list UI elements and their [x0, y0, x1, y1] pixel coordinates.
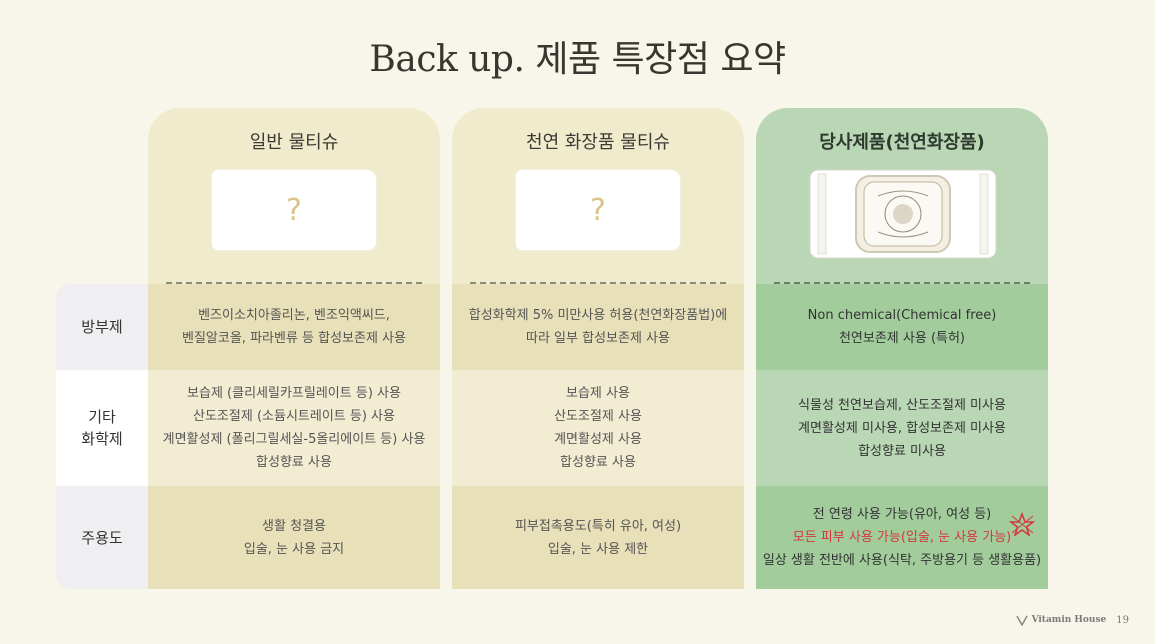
row-label-preservative: 방부제	[56, 284, 148, 370]
column-natural-cosmetic-wipes: 천연 화장품 물티슈 ? 합성화학제 5% 미만사용 허용(천연화장품법)에 따…	[452, 108, 744, 589]
cell-preservative: 벤즈이소치아졸리논, 벤조익액씨드, 벤질알코올, 파라벤류 등 합성보존제 사…	[148, 284, 440, 370]
footer: Vitamin House 19	[1015, 614, 1129, 626]
cell-usage: 전 연령 사용 가능(유아, 여성 등) 모든 피부 사용 가능(입술, 눈 사…	[756, 486, 1048, 589]
cell-usage: 피부접촉용도(특히 유아, 여성) 입술, 눈 사용 제한	[452, 486, 744, 589]
product-package-image	[809, 169, 997, 259]
cell-preservative: 합성화학제 5% 미만사용 허용(천연화장품법)에 따라 일부 합성보존제 사용	[452, 284, 744, 370]
cell-usage: 생활 청결용 입술, 눈 사용 금지	[148, 486, 440, 589]
vitamin-house-logo-icon	[1015, 615, 1028, 626]
dashed-divider	[166, 282, 422, 284]
red-star-icon	[1009, 512, 1035, 536]
column-heading: 당사제품(천연화장품)	[819, 132, 985, 153]
dashed-divider	[470, 282, 726, 284]
column-heading: 천연 화장품 물티슈	[526, 132, 670, 153]
cell-preservative: Non chemical(Chemical free) 천연보존제 사용 (특허…	[756, 284, 1048, 370]
row-label-usage: 주용도	[56, 486, 148, 589]
cell-other-chemicals: 보습제 (클리세릴카프릴레이트 등) 사용 산도조절제 (소듐시트레이트 등) …	[148, 370, 440, 486]
dashed-divider	[774, 282, 1030, 284]
column-regular-wipes: 일반 물티슈 ? 벤즈이소치아졸리논, 벤조익액씨드, 벤질알코올, 파라벤류 …	[148, 108, 440, 589]
column-our-product: 당사제품(천연화장품) Non chemical(Chemical free) …	[756, 108, 1048, 589]
footer-brand: Vitamin House	[1031, 615, 1107, 625]
cell-other-chemicals: 보습제 사용 산도조절제 사용 계면활성제 사용 합성향료 사용	[452, 370, 744, 486]
cell-other-chemicals: 식물성 천연보습제, 산도조절제 미사용 계면활성제 미사용, 합성보존제 미사…	[756, 370, 1048, 486]
wipe-placeholder-image: ?	[516, 170, 680, 250]
highlighted-usage-line: 모든 피부 사용 가능(입술, 눈 사용 가능)	[792, 530, 1012, 545]
page-title: Back up. 제품 특장점 요약	[369, 39, 786, 80]
wipe-placeholder-image: ?	[212, 170, 376, 250]
page-number: 19	[1116, 614, 1129, 626]
column-heading: 일반 물티슈	[249, 132, 339, 153]
question-mark-icon: ?	[286, 192, 302, 228]
question-mark-icon: ?	[590, 192, 606, 228]
